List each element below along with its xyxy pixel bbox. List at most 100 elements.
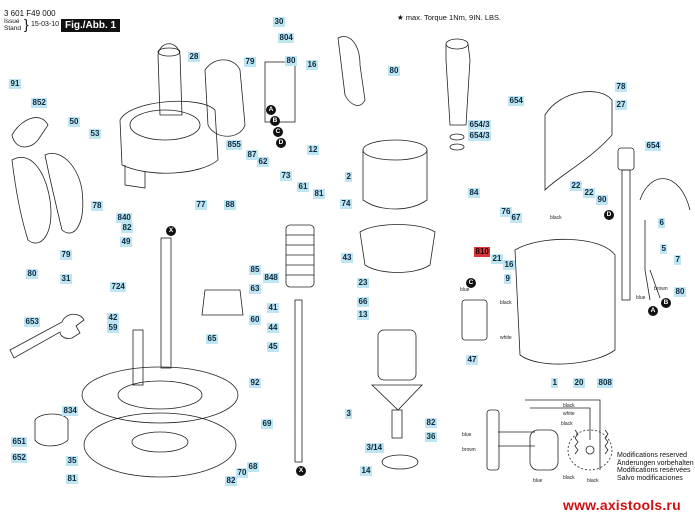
part-label-82[interactable]: 82 [425,418,437,428]
part-label-70[interactable]: 70 [236,468,248,478]
part-label-80[interactable]: 80 [388,66,400,76]
part-label-81[interactable]: 81 [66,474,78,484]
modifications-en: Modifications reserved [617,452,688,459]
part-label-27[interactable]: 27 [615,100,627,110]
torque-note: ★ max. Torque 1Nm, 9IN. LBS. [397,13,502,22]
wiring-schematic [486,399,613,471]
part-label-68[interactable]: 68 [247,462,259,472]
part-label-654-3[interactable]: 654/3 [468,131,492,141]
part-label-724[interactable]: 724 [110,282,127,292]
part-label-855[interactable]: 855 [226,140,243,150]
part-label-69[interactable]: 69 [261,419,273,429]
part-label-14[interactable]: 14 [360,466,372,476]
part-label-804[interactable]: 804 [278,33,295,43]
part-label-79[interactable]: 79 [60,250,72,260]
part-label-82[interactable]: 82 [225,476,237,486]
speed-knob-shaft [445,38,471,151]
part-label-20[interactable]: 20 [573,378,585,388]
part-label-30[interactable]: 30 [273,17,285,27]
part-label-79[interactable]: 79 [244,57,256,67]
part-label-61[interactable]: 61 [297,182,309,192]
part-label-852[interactable]: 852 [31,98,48,108]
part-label-12[interactable]: 12 [307,145,319,155]
part-label-834[interactable]: 834 [62,406,79,416]
part-label-78[interactable]: 78 [91,201,103,211]
part-label-840[interactable]: 840 [116,213,133,223]
wire-label-white: white [563,411,575,417]
part-label-78[interactable]: 78 [615,82,627,92]
part-label-36[interactable]: 36 [425,432,437,442]
part-label-654[interactable]: 654 [508,96,525,106]
part-label-1[interactable]: 1 [551,378,559,388]
part-label-808[interactable]: 808 [597,378,614,388]
part-label-67[interactable]: 67 [510,213,522,223]
part-label-3[interactable]: 3 [345,409,353,419]
part-label-74[interactable]: 74 [340,199,352,209]
part-label-85[interactable]: 85 [249,265,261,275]
part-label-80[interactable]: 80 [285,56,297,66]
website-link[interactable]: www.axistools.ru [563,497,681,513]
part-label-63[interactable]: 63 [249,284,261,294]
part-label-2[interactable]: 2 [345,172,353,182]
part-label-45[interactable]: 45 [267,342,279,352]
part-label-653[interactable]: 653 [24,317,41,327]
part-label-6[interactable]: 6 [658,218,666,228]
part-label-7[interactable]: 7 [674,255,682,265]
part-label-13[interactable]: 13 [357,310,369,320]
part-label-82[interactable]: 82 [121,223,133,233]
part-label-651[interactable]: 651 [11,437,28,447]
part-label-43[interactable]: 43 [341,253,353,263]
part-label-47[interactable]: 47 [466,355,478,365]
part-label-22[interactable]: 22 [570,181,582,191]
part-label-16[interactable]: 16 [306,60,318,70]
part-label-90[interactable]: 90 [596,195,608,205]
part-label-49[interactable]: 49 [120,237,132,247]
part-label-41[interactable]: 41 [267,303,279,313]
connector-marker-d: D [604,210,614,220]
part-label-80[interactable]: 80 [26,269,38,279]
part-label-22[interactable]: 22 [583,188,595,198]
part-label-53[interactable]: 53 [89,129,101,139]
stand-label: Stand [4,25,21,32]
part-label-76[interactable]: 76 [500,207,512,217]
wire-label-black: black [500,300,512,306]
part-label-21[interactable]: 21 [491,254,503,264]
part-label-31[interactable]: 31 [60,274,72,284]
part-label-62[interactable]: 62 [257,157,269,167]
part-label-59[interactable]: 59 [107,323,119,333]
part-label-91[interactable]: 91 [9,79,21,89]
part-label-848[interactable]: 848 [263,273,280,283]
wire-label-blue: blue [533,478,543,484]
bellows [285,224,315,288]
part-label-65[interactable]: 65 [206,334,218,344]
part-number: 3 601 F49 000 [4,9,56,18]
wire-label-blue: blue [460,287,470,293]
part-label-81[interactable]: 81 [313,189,325,199]
part-label-810[interactable]: 810 [474,247,491,257]
part-label-654[interactable]: 654 [645,141,662,151]
part-label-84[interactable]: 84 [468,188,480,198]
wire-label-black: black [587,478,599,484]
part-label-652[interactable]: 652 [11,453,28,463]
part-label-3-14[interactable]: 3/14 [365,443,384,453]
part-label-9[interactable]: 9 [504,274,512,284]
part-label-28[interactable]: 28 [188,52,200,62]
part-label-654-3[interactable]: 654/3 [468,120,492,130]
wire-label-brown: brown [654,286,668,292]
part-label-16[interactable]: 16 [503,260,515,270]
part-label-92[interactable]: 92 [249,378,261,388]
part-label-44[interactable]: 44 [267,323,279,333]
part-label-50[interactable]: 50 [68,117,80,127]
part-label-88[interactable]: 88 [224,200,236,210]
connector-marker-x: X [296,466,306,476]
part-label-42[interactable]: 42 [107,313,119,323]
part-label-66[interactable]: 66 [357,297,369,307]
part-label-35[interactable]: 35 [66,456,78,466]
part-label-60[interactable]: 60 [249,315,261,325]
part-label-73[interactable]: 73 [280,171,292,181]
part-label-87[interactable]: 87 [246,150,258,160]
part-label-5[interactable]: 5 [660,244,668,254]
part-label-80[interactable]: 80 [674,287,686,297]
part-label-23[interactable]: 23 [357,278,369,288]
part-label-77[interactable]: 77 [195,200,207,210]
